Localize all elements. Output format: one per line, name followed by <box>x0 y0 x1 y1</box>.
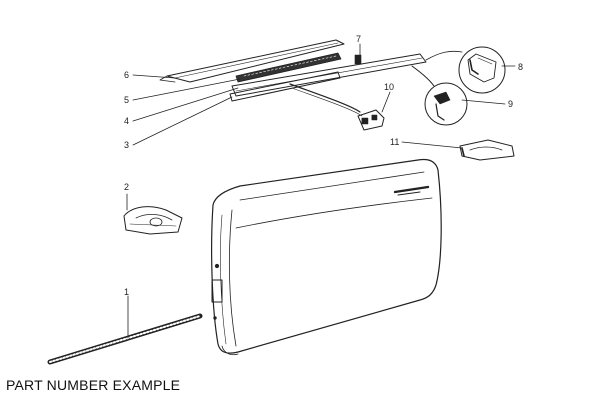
callout-1: 1 <box>124 287 129 297</box>
callout-9: 9 <box>508 99 513 109</box>
callout-4: 4 <box>124 116 129 126</box>
leader-lines <box>126 43 516 339</box>
part-4-window-channel <box>231 50 463 117</box>
part-7-clip <box>354 54 362 65</box>
callout-3: 3 <box>124 140 129 150</box>
door-shell <box>211 158 442 356</box>
part-3-window-strip <box>229 71 341 102</box>
callout-2: 2 <box>124 182 129 192</box>
part-5-seal-strip <box>235 52 342 83</box>
callout-8: 8 <box>518 62 523 72</box>
part-10-hinge-block <box>357 109 385 131</box>
callout-6: 6 <box>124 70 129 80</box>
callout-7: 7 <box>356 34 361 44</box>
part-1-door-seal <box>47 313 203 365</box>
callout-11: 11 <box>390 137 399 147</box>
callout-10: 10 <box>384 82 394 92</box>
callout-labels: 6 5 4 3 7 8 9 10 11 2 1 <box>124 34 523 297</box>
part-2-bracket <box>123 206 183 235</box>
part-9-seal-profile <box>424 82 468 126</box>
part-8-corner-piece <box>458 46 506 94</box>
callout-5: 5 <box>124 95 129 105</box>
part-number-caption: PART NUMBER EXAMPLE <box>6 377 181 393</box>
part-11-corner-bracket <box>459 139 515 161</box>
